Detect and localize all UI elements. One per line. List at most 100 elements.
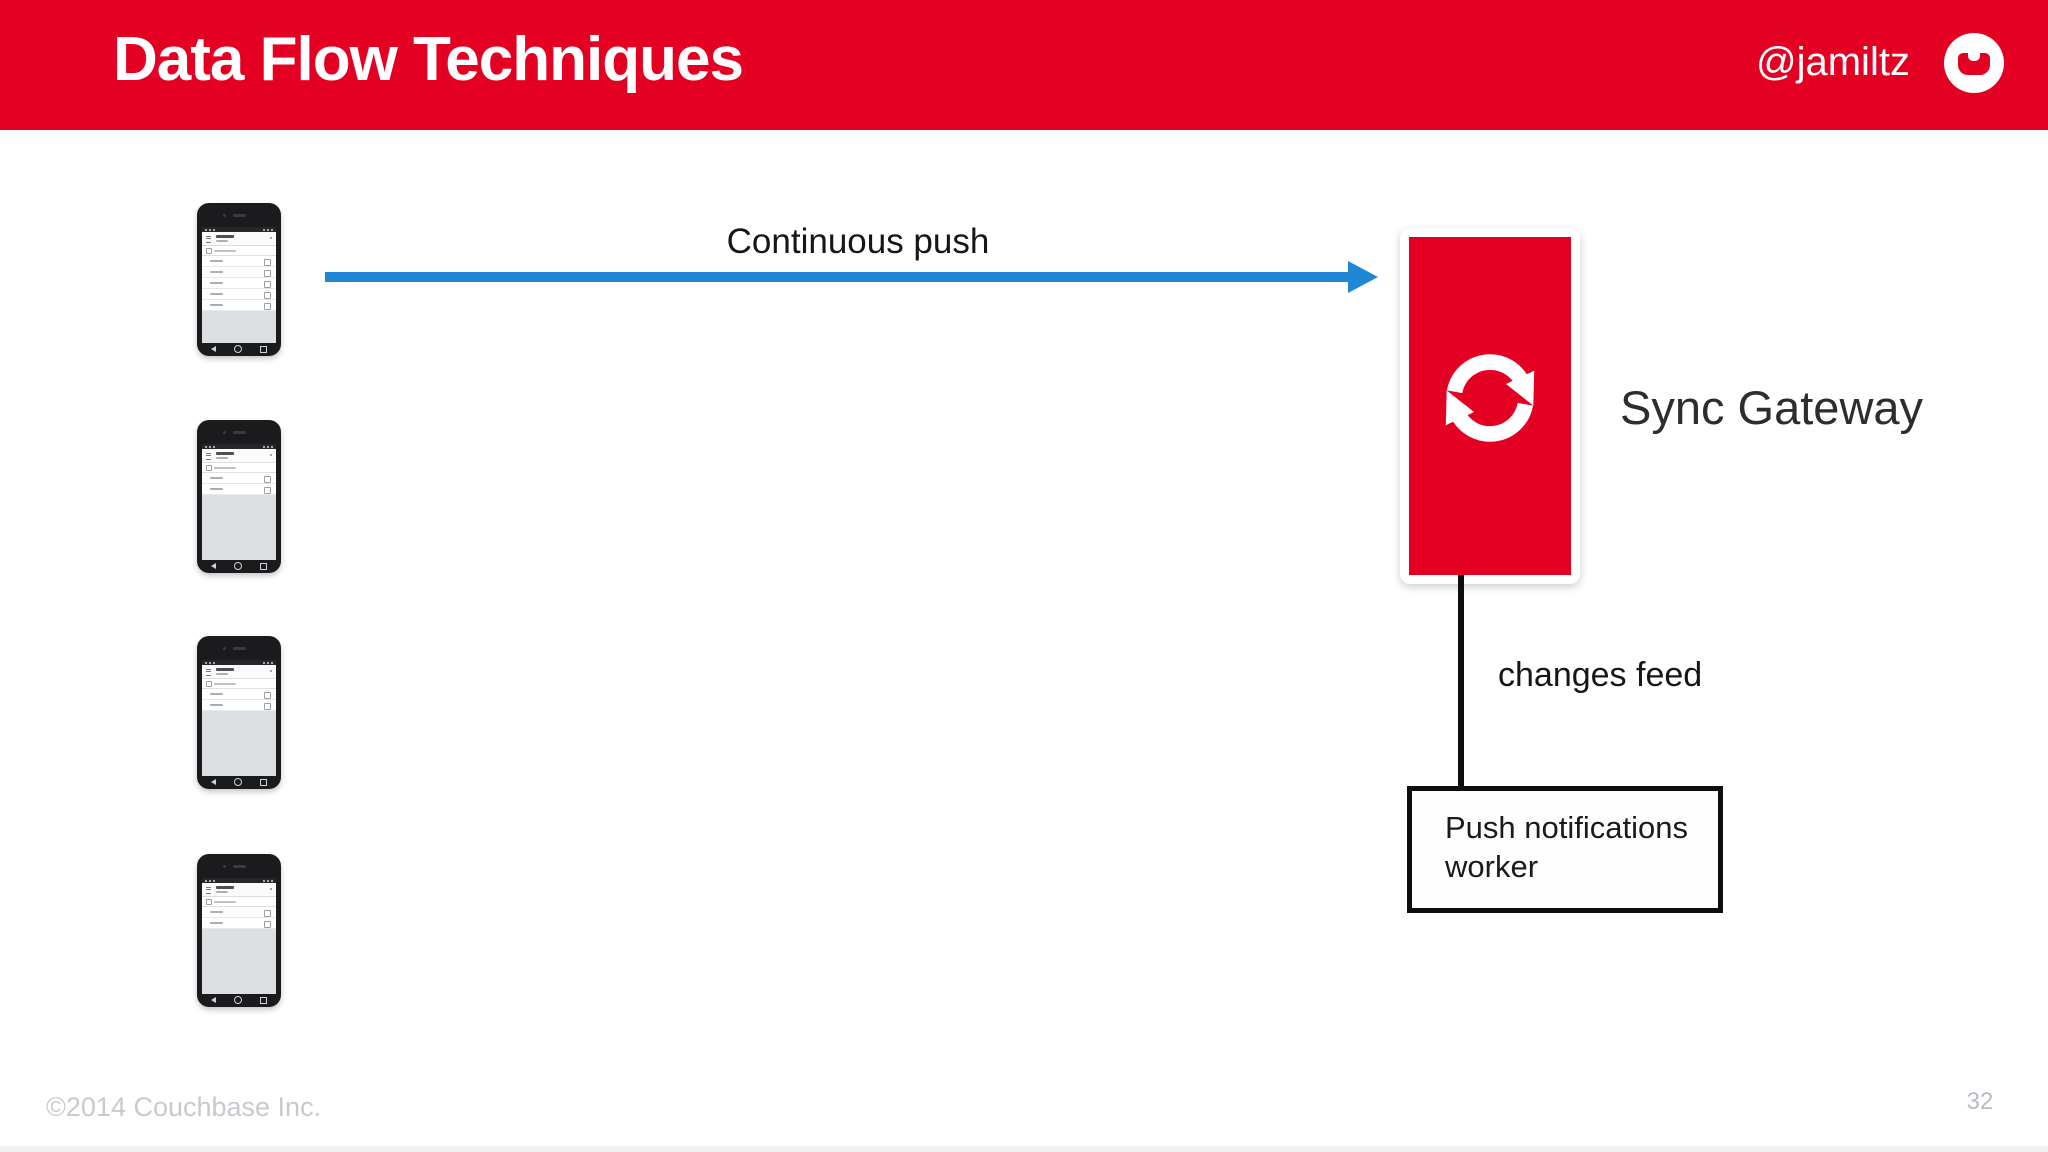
add-task-row [202, 679, 276, 689]
back-icon [211, 997, 216, 1003]
phone-mockup-2 [197, 420, 281, 573]
app-subtitle-bar [216, 891, 228, 893]
task-label-bar [210, 293, 223, 295]
changes-feed-label: changes feed [1498, 656, 1703, 694]
recents-icon [260, 345, 267, 353]
add-task-icon [206, 899, 212, 905]
continuous-push-label: Continuous push [726, 222, 990, 261]
add-task-icon [206, 681, 212, 687]
flow-arrow-line [325, 272, 1348, 282]
phone-screen-empty-area [202, 311, 276, 343]
push-notifications-worker-label: Push notifications worker [1445, 810, 1688, 884]
add-task-placeholder-bar [214, 249, 236, 252]
task-row [202, 473, 276, 484]
task-row [202, 907, 276, 918]
app-subtitle-bar [216, 240, 228, 242]
twitter-handle: @jamiltz [1756, 40, 1910, 84]
header-bar: Data Flow Techniques @jamiltz [0, 0, 2048, 130]
task-row [202, 918, 276, 929]
overflow-menu-icon [270, 237, 272, 239]
page-number: 32 [1966, 1088, 1994, 1115]
task-label-bar [210, 271, 223, 273]
task-checkbox [264, 269, 271, 277]
home-icon [234, 996, 242, 1004]
back-icon [211, 563, 216, 569]
app-subtitle-bar [216, 673, 228, 675]
phone-app-bar [202, 232, 276, 246]
copyright-text: ©2014 Couchbase Inc. [46, 1092, 322, 1122]
task-checkbox [264, 920, 271, 928]
sync-gateway-label: Sync Gateway [1620, 381, 1924, 434]
app-subtitle-bar [216, 457, 228, 459]
bottom-edge-strip [0, 1146, 2048, 1152]
phone-status-bar [202, 878, 276, 883]
hamburger-icon [206, 236, 211, 243]
home-icon [234, 562, 242, 570]
phone-status-bar [202, 444, 276, 449]
task-label-bar [210, 477, 223, 479]
changes-feed-connector [1458, 575, 1464, 788]
task-checkbox [264, 486, 271, 494]
sync-gateway-node [1400, 228, 1580, 584]
add-task-row [202, 897, 276, 907]
task-row [202, 278, 276, 289]
hamburger-icon [206, 669, 211, 676]
phone-status-bar [202, 227, 276, 232]
hamburger-icon [206, 453, 211, 460]
phone-screen [202, 878, 276, 994]
couchbase-cup-notch [1968, 51, 1980, 61]
phone-nav-bar [202, 995, 276, 1005]
phone-screen [202, 227, 276, 343]
phone-camera-icon [223, 865, 226, 868]
add-task-row [202, 463, 276, 473]
task-checkbox [264, 909, 271, 917]
task-row [202, 689, 276, 700]
task-row [202, 256, 276, 267]
task-label-bar [210, 282, 223, 284]
sync-gateway-red-panel [1409, 237, 1571, 575]
phone-speaker [233, 431, 246, 434]
home-icon [234, 778, 242, 786]
task-label-bar [210, 260, 223, 262]
task-checkbox [264, 258, 271, 266]
phone-speaker [233, 865, 246, 868]
phone-screen-empty-area [202, 495, 276, 560]
phone-camera-icon [223, 647, 226, 650]
task-row [202, 267, 276, 278]
add-task-placeholder-bar [214, 466, 236, 469]
recents-icon [260, 778, 267, 786]
task-checkbox [264, 691, 271, 699]
phone-camera-icon [223, 214, 226, 217]
phone-mockup-3 [197, 636, 281, 789]
add-task-icon [206, 248, 212, 254]
phone-screen-empty-area [202, 711, 276, 776]
task-label-bar [210, 488, 223, 490]
phone-nav-bar [202, 344, 276, 354]
app-title-bar [216, 668, 234, 671]
task-checkbox [264, 475, 271, 483]
add-task-placeholder-bar [214, 900, 236, 903]
phone-mockup-1 [197, 203, 281, 356]
push-notifications-worker-node: Push notifications worker [1407, 786, 1723, 913]
task-checkbox [264, 302, 271, 310]
task-checkbox [264, 280, 271, 288]
page-title: Data Flow Techniques [113, 25, 744, 94]
phone-app-bar [202, 883, 276, 897]
phone-screen [202, 660, 276, 776]
phone-status-bar [202, 660, 276, 665]
task-label-bar [210, 693, 223, 695]
sync-arrows-icon [1445, 354, 1535, 442]
overflow-menu-icon [270, 888, 272, 890]
task-checkbox [264, 291, 271, 299]
phone-nav-bar [202, 777, 276, 787]
phone-screen-empty-area [202, 929, 276, 994]
phone-nav-bar [202, 561, 276, 571]
app-title-bar [216, 235, 234, 238]
task-label-bar [210, 704, 223, 706]
back-icon [211, 346, 216, 352]
overflow-menu-icon [270, 454, 272, 456]
task-row [202, 484, 276, 495]
app-title-bar [216, 452, 234, 455]
add-task-placeholder-bar [214, 682, 236, 685]
